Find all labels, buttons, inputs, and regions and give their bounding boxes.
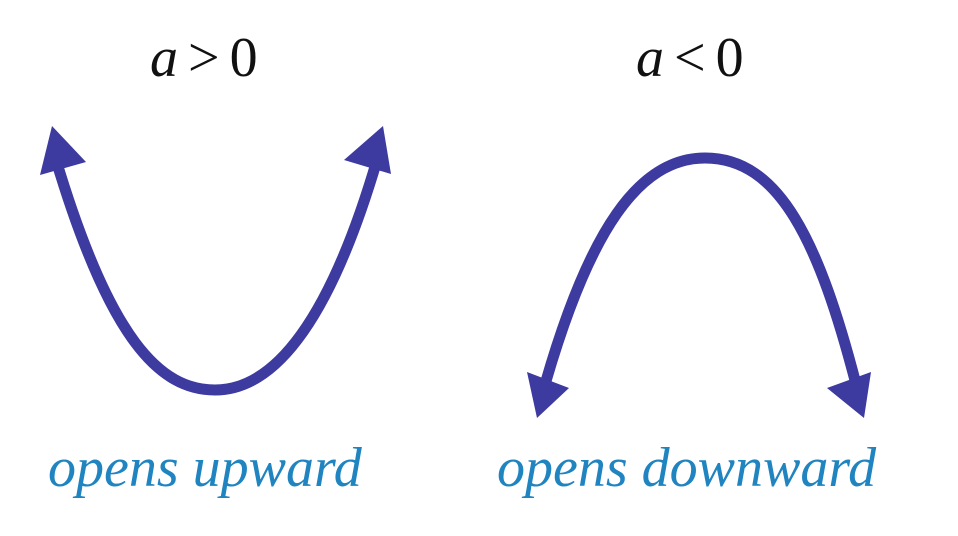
condition-operator: > [188,27,220,89]
condition-label-positive: a>0 [150,30,258,86]
caption-opens-upward: opens upward [48,437,362,499]
right-arrowhead-icon [344,126,391,174]
left-arrowhead-icon [40,126,86,175]
downward-parabola-curve [538,152,863,394]
left-arrowhead-icon [527,372,569,418]
upward-parabola-curve [50,154,383,396]
parabola-panel-downward: a<0 opens downward [479,0,958,536]
condition-variable: a [636,27,664,89]
condition-value: 0 [715,27,744,89]
downward-parabola-graphic [527,152,871,418]
condition-value: 0 [229,27,258,89]
caption-opens-downward: opens downward [497,437,877,499]
condition-operator: < [674,27,706,89]
condition-label-negative: a<0 [636,30,744,86]
upward-parabola-graphic [40,126,391,396]
condition-variable: a [150,27,178,89]
right-arrowhead-icon [827,372,871,418]
parabola-panel-upward: a>0 opens upward [40,30,391,499]
